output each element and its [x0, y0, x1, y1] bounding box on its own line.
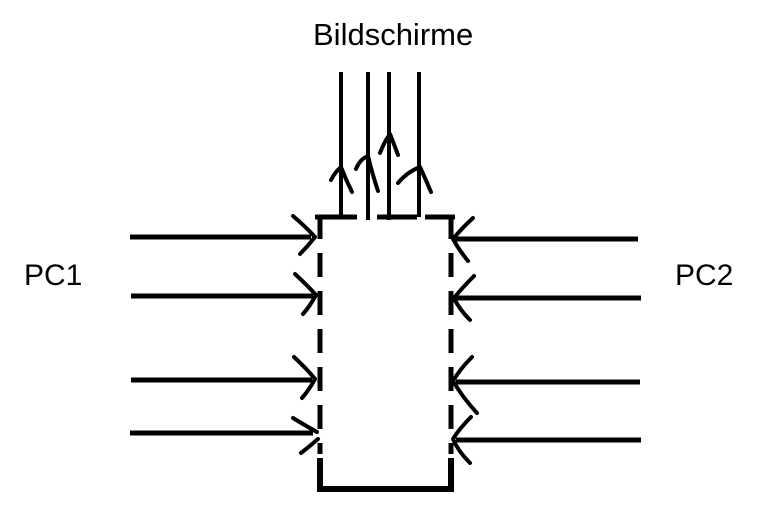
left-arrow-icon — [451, 415, 473, 465]
label-pc1: PC1 — [24, 259, 83, 292]
title-bildschirme: Bildschirme — [313, 17, 474, 52]
up-arrow-icon — [378, 132, 400, 157]
pc2-wires-group — [451, 216, 641, 465]
left-arrow-icon — [452, 274, 476, 322]
left-arrow-icon — [451, 216, 475, 263]
screen-cables-group — [329, 72, 433, 220]
up-arrow-icon — [329, 165, 354, 194]
pc1-wires-group — [130, 214, 320, 455]
right-arrow-icon — [293, 272, 318, 316]
up-arrow-icon — [354, 154, 380, 193]
left-arrow-icon — [451, 355, 479, 415]
label-pc2: PC2 — [675, 259, 734, 292]
splitter-box — [315, 214, 455, 492]
right-arrow-icon — [291, 214, 317, 256]
right-arrow-icon — [291, 416, 320, 455]
box-bottom-edge — [317, 458, 454, 492]
up-arrow-icon — [396, 165, 433, 194]
right-arrow-icon — [292, 355, 317, 400]
